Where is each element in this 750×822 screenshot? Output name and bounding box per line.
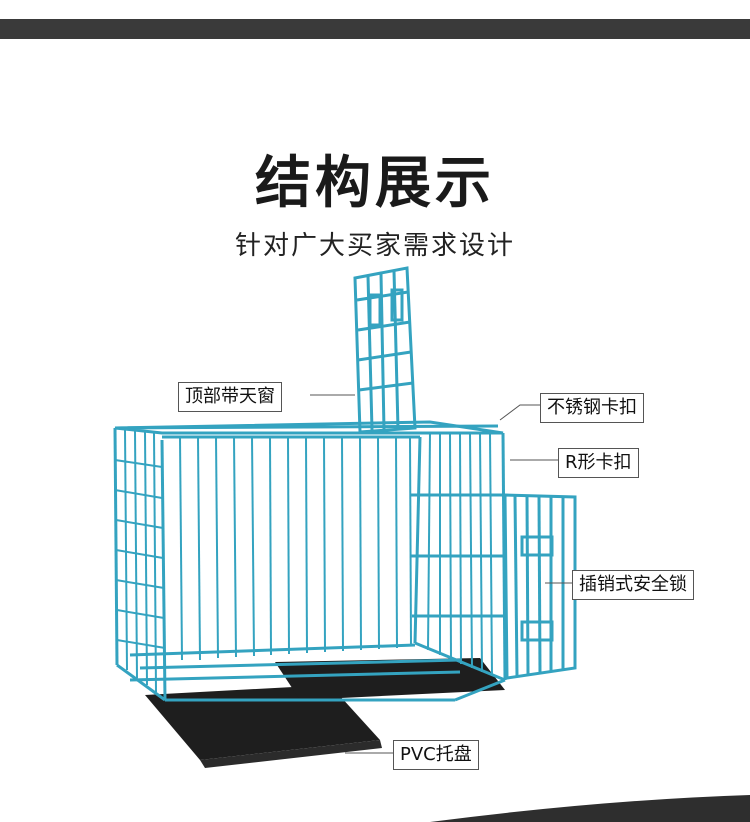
left-face-rails bbox=[114, 459, 166, 649]
callout-pvc-tray: PVC托盘 bbox=[393, 740, 479, 770]
top-banner-bar bbox=[0, 19, 750, 39]
bottom-decor-shape bbox=[430, 795, 750, 822]
right-face-bars bbox=[427, 432, 493, 677]
pvc-tray bbox=[145, 658, 505, 768]
callout-latch-lock: 插销式安全锁 bbox=[572, 570, 694, 600]
section-title: 结构展示 bbox=[255, 151, 495, 216]
top-skylight-door bbox=[353, 266, 417, 434]
back-face-bars bbox=[179, 436, 412, 661]
cage-frame bbox=[113, 420, 507, 702]
callout-leaders bbox=[310, 394, 572, 754]
section-subtitle: 针对广大买家需求设计 bbox=[234, 231, 515, 261]
callout-r-clip: R形卡扣 bbox=[558, 448, 639, 478]
left-face-bars bbox=[124, 429, 157, 693]
callout-steel-clip: 不锈钢卡扣 bbox=[540, 393, 644, 423]
callout-skylight: 顶部带天窗 bbox=[178, 382, 282, 412]
